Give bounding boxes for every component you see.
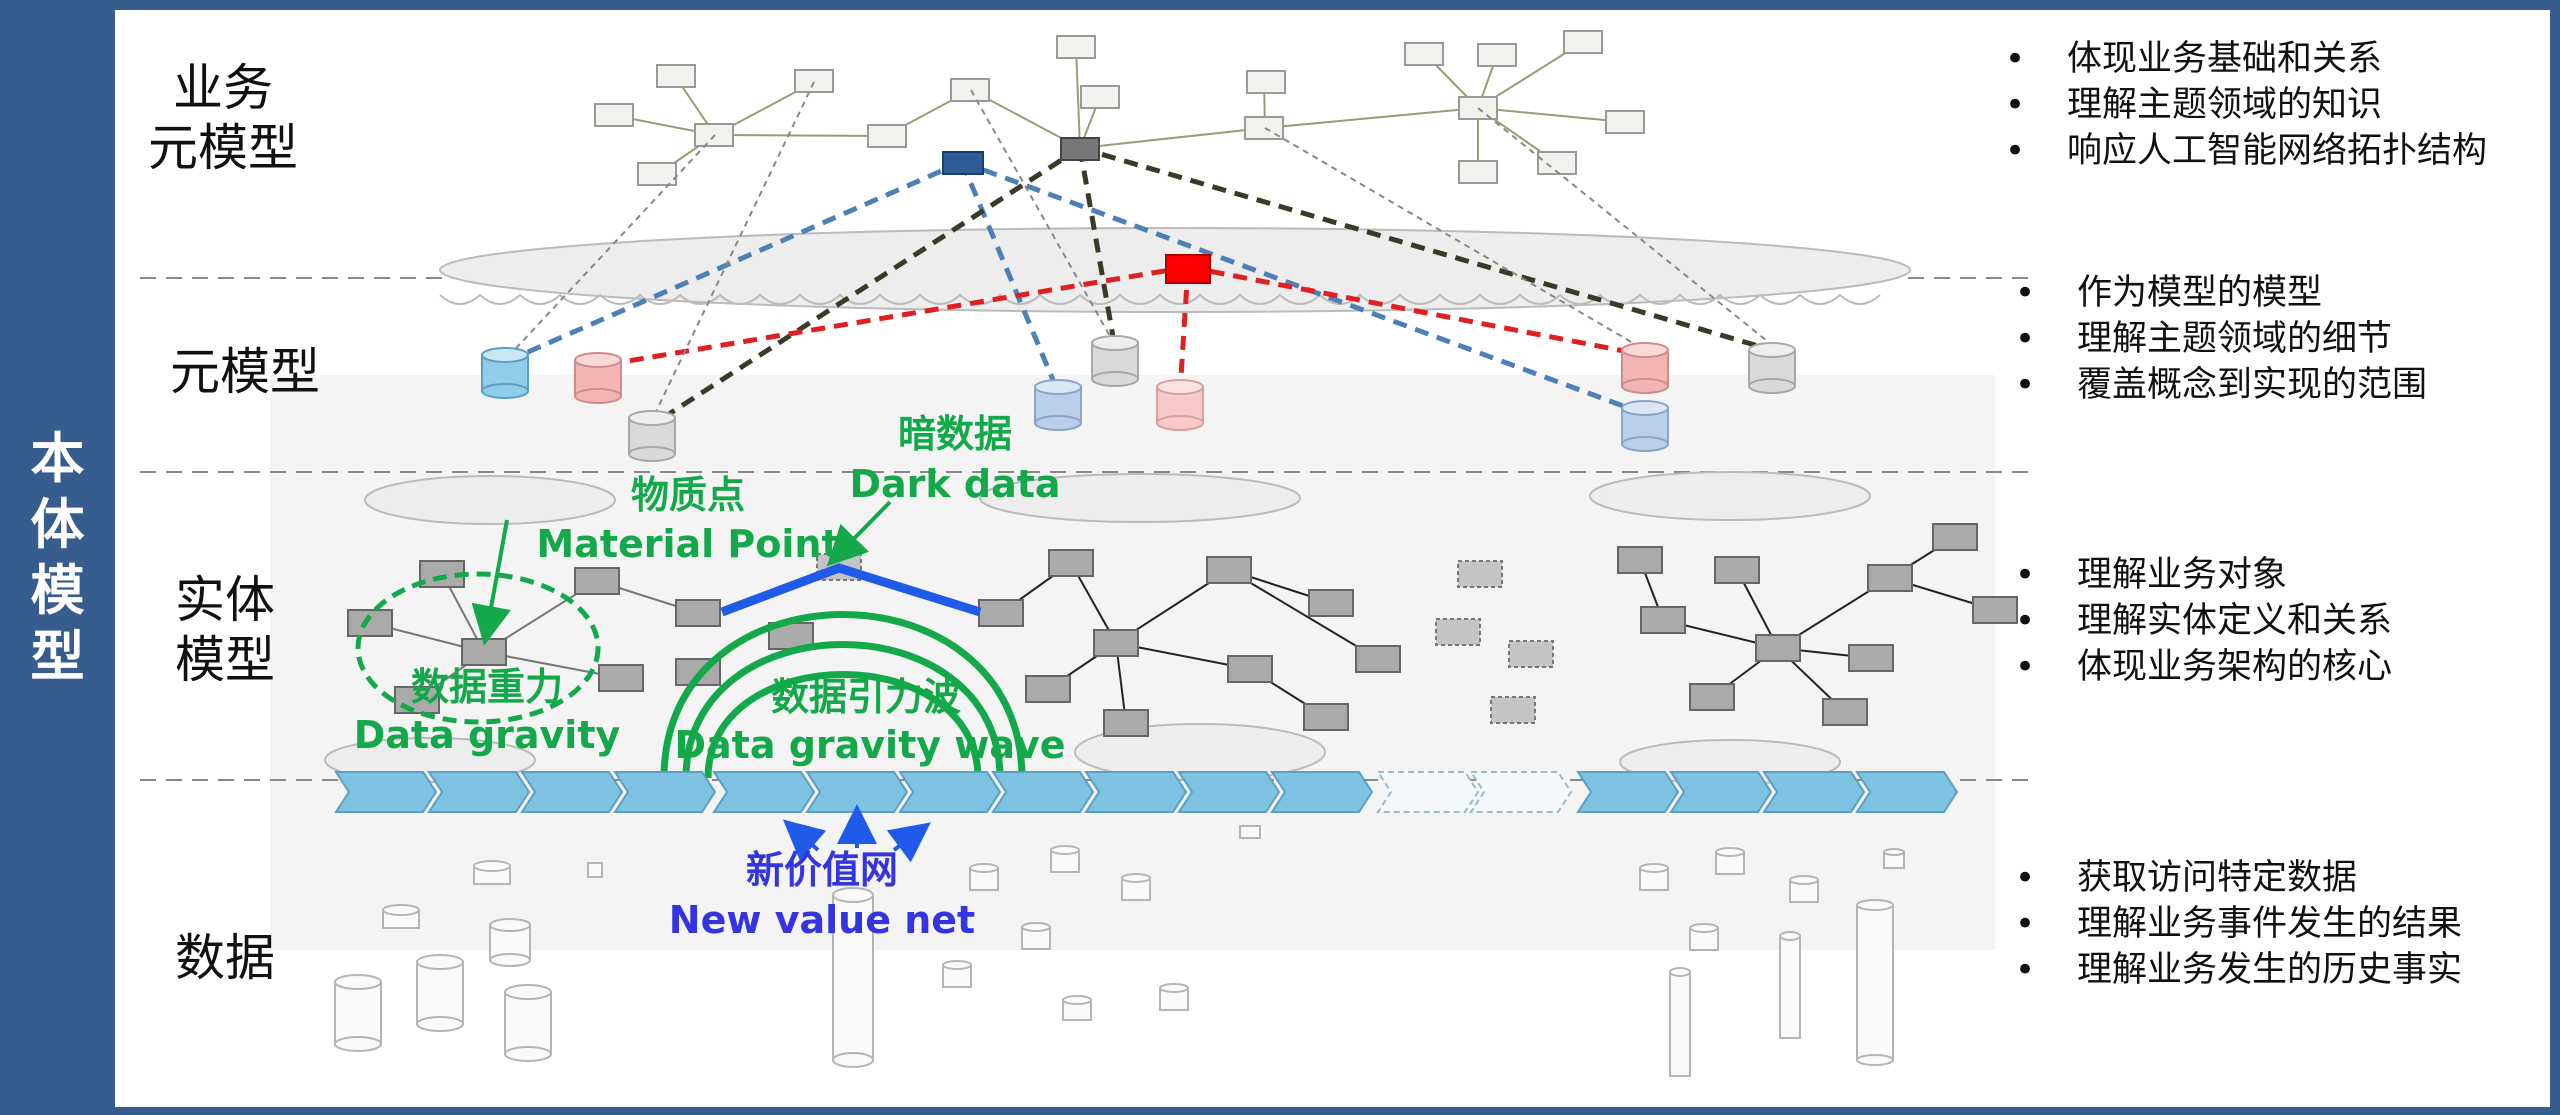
- bullet-item: 理解业务发生的历史事实: [2015, 947, 2462, 993]
- entity-nodes: [347, 523, 2018, 737]
- value-net-arrows: [782, 804, 931, 863]
- material-point-path: [720, 563, 982, 617]
- background-region: [270, 375, 1995, 950]
- cross-layer-thin-links: [504, 81, 1773, 421]
- business-nodes: [594, 30, 1645, 186]
- material-point-cn: 物质点: [631, 473, 745, 517]
- bullet-item: 覆盖概念到实现的范围: [2015, 362, 2427, 408]
- value-net-cn: 新价值网: [746, 848, 898, 892]
- chevron-band: [334, 771, 1959, 813]
- data-gravity-cn: 数据重力: [411, 665, 563, 709]
- bullet-item: 理解实体定义和关系: [2015, 598, 2392, 644]
- bullet-item: 体现业务架构的核心: [2015, 644, 2392, 690]
- dark-data-cn: 暗数据: [898, 412, 1012, 456]
- gravity-wave-en: Data gravity wave: [674, 723, 1065, 767]
- entity-clouds: [324, 471, 1871, 785]
- data-gravity-circle: [355, 571, 601, 725]
- meta-cylinders: [481, 335, 1796, 462]
- value-net-en: New value net: [669, 898, 975, 942]
- bullet-item: 理解业务对象: [2015, 552, 2392, 598]
- bullets-business-meta: 体现业务基础和关系 理解主题领域的知识 响应人工智能网络拓扑结构: [2005, 36, 2487, 174]
- bullet-item: 理解业务事件发生的结果: [2015, 901, 2462, 947]
- bullets-meta: 作为模型的模型 理解主题领域的细节 覆盖概念到实现的范围: [2015, 270, 2427, 408]
- bullet-item: 体现业务基础和关系: [2005, 36, 2487, 82]
- gray-key-node: [1060, 137, 1100, 161]
- gravity-arrow: [471, 519, 511, 646]
- gravity-wave-cn: 数据引力波: [771, 675, 961, 719]
- cross-layer-links: [503, 145, 1773, 428]
- bullet-item: 理解主题领域的细节: [2015, 316, 2427, 362]
- side-title-bar: 本体模型: [0, 0, 115, 1115]
- side-title: 本体模型: [30, 426, 85, 688]
- layer-label-entity: 实体 模型: [175, 571, 275, 689]
- bullet-item: 响应人工智能网络拓扑结构: [2005, 128, 2487, 174]
- bullet-item: 作为模型的模型: [2015, 270, 2427, 316]
- blue-key-node: [942, 151, 984, 175]
- gravity-waves: [660, 611, 1026, 779]
- layer-label-data: 数据: [175, 929, 275, 987]
- bullet-item: 获取访问特定数据: [2015, 855, 2462, 901]
- layer-label-meta: 元模型: [170, 343, 320, 401]
- bullets-entity: 理解业务对象 理解实体定义和关系 体现业务架构的核心: [2015, 552, 2392, 690]
- data-cylinders: [334, 825, 1905, 1077]
- red-key-node: [1165, 254, 1211, 284]
- material-point-en: Material Point: [536, 522, 839, 566]
- dark-data-arrow: [826, 500, 892, 567]
- layer-label-business-meta: 业务 元模型: [148, 59, 298, 177]
- bullet-item: 理解主题领域的知识: [2005, 82, 2487, 128]
- bullets-data: 获取访问特定数据 理解业务事件发生的结果 理解业务发生的历史事实: [2015, 855, 2462, 993]
- dark-data-en: Dark data: [849, 462, 1060, 506]
- data-gravity-en: Data gravity: [354, 713, 621, 757]
